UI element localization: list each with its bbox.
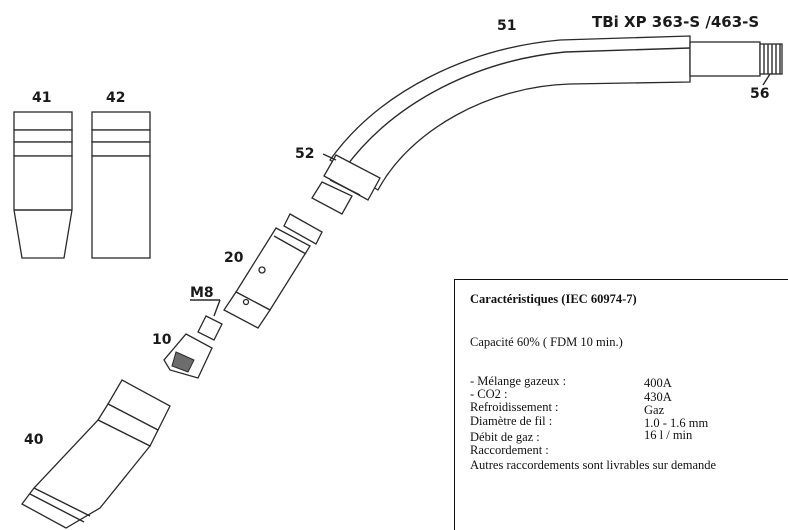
spec-label-cooling: Refroidissement : — [470, 400, 559, 414]
spec-value-wire-diameter: 1.0 - 1.6 mm — [644, 416, 709, 430]
label-42: 42 — [106, 90, 125, 106]
part-40-nozzle — [21, 379, 171, 529]
characteristics-title: Caractéristiques (IEC 60974-7) — [470, 292, 637, 306]
part-51-neck — [329, 35, 783, 191]
label-56: 56 — [750, 86, 769, 102]
label-41: 41 — [32, 90, 51, 106]
spec-value-cooling: Gaz — [644, 403, 665, 417]
label-51: 51 — [497, 18, 516, 34]
spec-label-wire-diameter: Diamètre de fil : — [470, 414, 553, 428]
model-title: TBi XP 363-S /463-S — [592, 13, 759, 31]
label-20: 20 — [224, 250, 244, 266]
spec-value-mixed-gas: 400A — [644, 376, 672, 390]
spec-label-connection: Raccordement : — [470, 443, 549, 457]
capacity-text: Capacité 60% ( FDM 10 min.) — [470, 335, 623, 349]
label-52: 52 — [295, 146, 314, 162]
spec-value-co2: 430A — [644, 390, 672, 404]
part-20-tip-holder — [223, 213, 323, 329]
spec-label-mixed-gas: - Mélange gazeux : — [470, 374, 567, 388]
spec-label-co2: - CO2 : — [470, 387, 508, 401]
label-40: 40 — [24, 432, 44, 448]
spec-label-gas-flow: Débit de gaz : — [470, 430, 540, 444]
part-41-nozzle — [13, 111, 73, 259]
characteristics-box: Caractéristiques (IEC 60974-7) Capacité … — [454, 279, 788, 530]
spec-footer-text: Autres raccordements sont livrables sur … — [470, 458, 717, 472]
spec-value-gas-flow: 16 l / min — [644, 428, 693, 442]
part-10-contact-tip — [163, 315, 223, 379]
part-42-nozzle — [91, 111, 151, 259]
label-m8: M8 — [190, 285, 214, 301]
part-52-insulator — [311, 154, 381, 215]
label-10: 10 — [152, 332, 172, 348]
